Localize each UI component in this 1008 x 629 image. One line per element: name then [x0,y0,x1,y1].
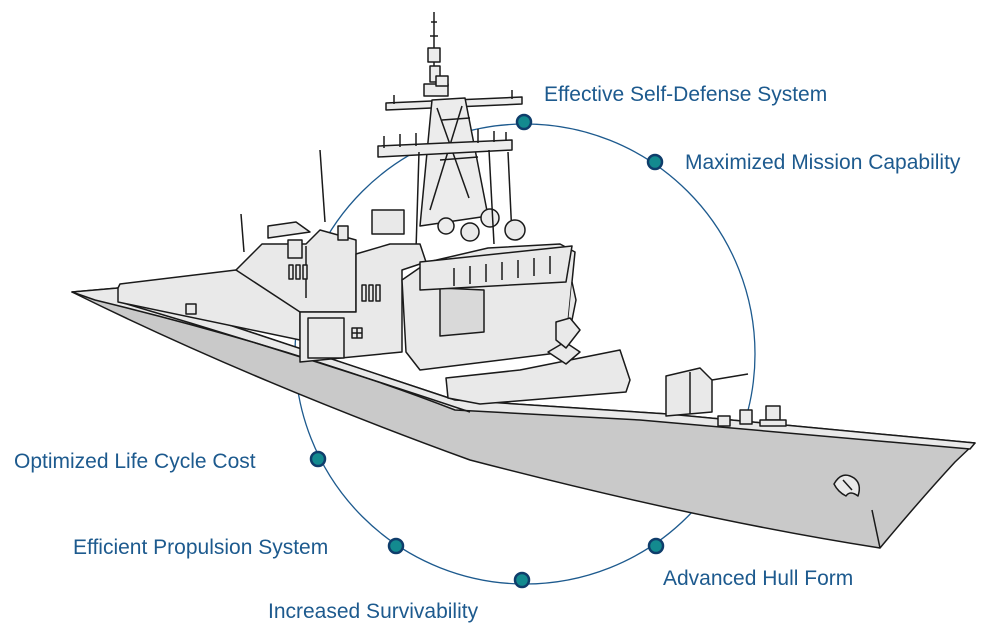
feature-dot-increased-survivability [513,571,531,589]
feature-dot-effective-self-defense-system [515,113,533,131]
label-effective-self-defense-system: Effective Self-Defense System [544,83,828,106]
feature-dot-advanced-hull-form [647,537,665,555]
label-advanced-hull-form: Advanced Hull Form [663,567,854,590]
label-optimized-life-cycle-cost: Optimized Life Cycle Cost [14,450,256,473]
label-increased-survivability: Increased Survivability [268,600,479,623]
label-efficient-propulsion-system: Efficient Propulsion System [73,536,329,559]
feature-dots [309,113,665,589]
feature-dot-maximized-mission-capability [646,153,664,171]
ship-mast [240,12,523,253]
label-maximized-mission-capability: Maximized Mission Capability [685,151,961,174]
feature-dot-optimized-life-cycle-cost [309,450,327,468]
feature-dot-efficient-propulsion-system [387,537,405,555]
ship-superstructure [117,209,787,427]
